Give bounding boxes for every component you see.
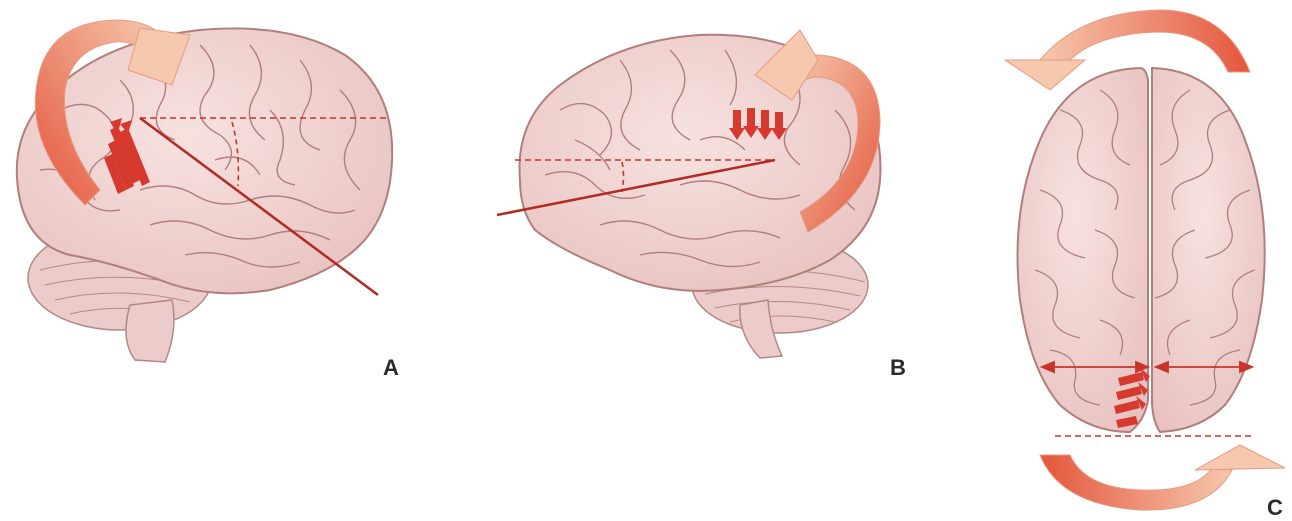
panel-c: [1005, 10, 1285, 510]
panel-label-b: B: [890, 355, 906, 381]
brainstem-a: [126, 300, 174, 362]
right-hemisphere-c: [1152, 68, 1265, 432]
panel-label-a: A: [383, 355, 399, 381]
bottom-rotation-arrow-icon: [1040, 445, 1285, 510]
panel-b: [497, 30, 881, 358]
panel-a: [17, 20, 392, 362]
panel-label-c: C: [1267, 495, 1283, 521]
